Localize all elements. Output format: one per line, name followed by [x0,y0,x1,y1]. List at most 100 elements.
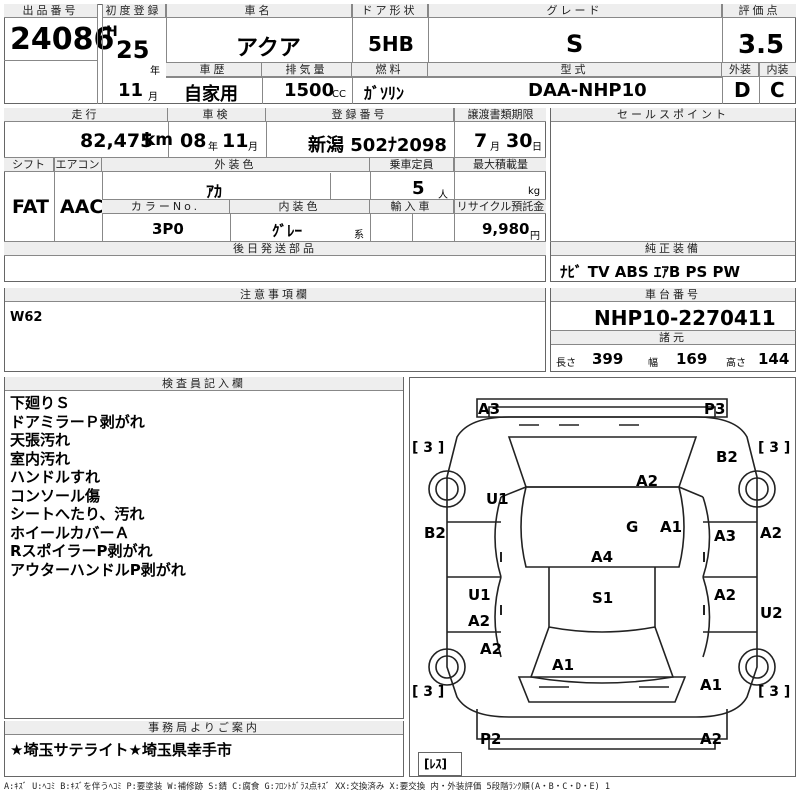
recycle-unit: 円 [530,231,540,242]
exterior-color-label: 外装色 [102,158,370,172]
grade-label: グレード [428,4,722,18]
note-item: RスポイラーP剥がれ [10,542,153,560]
damage-a1-rear-glass: A1 [552,656,575,674]
reg-year: 25 [116,36,150,64]
damage-a2-rear-right: A2 [700,730,723,748]
later-parts-label: 後日発送部品 [4,242,546,256]
note-item: アウターハンドルP剥がれ [10,560,186,579]
tire-rr-label: [ 3 ] [758,684,791,700]
displacement-label: 排気量 [262,63,352,77]
shift-label: シフト [4,158,54,172]
shift: FAT [12,196,49,218]
interior-color-unit: 系 [354,230,364,241]
door-type: 5HB [368,32,414,56]
caution-text: W62 [10,310,43,325]
damage-u1-left-front: U1 [486,490,509,508]
ac-label: エアコン [54,158,102,172]
exterior-color: ｱｶ [206,182,223,201]
capacity: 5 [412,178,425,199]
score: 3.5 [738,30,785,60]
insp-month-unit: 月 [248,142,258,153]
note-item: 天張汚れ [10,431,71,449]
damage-a1-rear-right: A1 [700,676,723,694]
damage-u1-left-rear: U1 [468,586,491,604]
length: 399 [592,350,624,368]
damage-g-windshield: G [626,518,639,536]
car-diagram [409,377,796,777]
inspection-label: 車検 [168,108,266,122]
history: 自家用 [184,84,238,105]
damage-a3-right-door: A3 [714,527,737,545]
recycle-fee: 9,980 [482,220,530,238]
office-text: ★埼玉サテライト★埼玉県幸手市 [10,741,232,759]
inspector-label: 検査員記入欄 [5,377,403,391]
exterior-grade: D [734,78,751,102]
damage-a2-left-rear-door: A2 [468,612,491,630]
lot-label: 出品番号 [4,4,98,18]
damage-a4-roof: A4 [591,548,614,566]
damage-p2-rear-left: P2 [480,730,502,748]
car-name-label: 車名 [166,4,352,18]
height: 144 [758,350,790,368]
fuel-label: 燃料 [352,63,428,77]
import-label: 輸入車 [370,200,454,214]
reg-era: H [106,24,118,40]
equipment: ﾅﾋﾞ TV ABS ｴｱB PS PW [560,263,741,281]
displacement-unit: CC [332,89,346,100]
exterior-label: 外装 [722,63,759,77]
reg-month: 11 [118,80,144,101]
reg-number: 新潟 502ﾅ2098 [308,135,447,156]
height-label: 高さ [726,358,746,369]
mileage: 82,475 [80,130,154,152]
damage-a3-front-left: A3 [478,400,501,418]
history-label: 車歴 [166,63,262,77]
reg-number-label: 登録番号 [266,108,454,122]
insp-year-unit: 年 [208,142,218,153]
lot-number: 24086 [10,22,115,57]
model: DAA-NHP10 [528,80,647,101]
insp-year: 08 [180,130,207,152]
car-name: アクア [236,36,301,61]
damage-a1-windshield: A1 [660,518,683,536]
door-label: ドア形状 [352,4,428,18]
grade: S [566,30,584,58]
capacity-label: 乗車定員 [370,158,454,172]
dims-label: 諸元 [551,331,795,345]
tire-rl-label: [ 3 ] [412,684,445,700]
recycle-label: リサイクル預託金 [455,200,546,214]
damage-u2-right-quarter: U2 [760,604,783,622]
damage-a2-hood: A2 [636,472,659,490]
ac: AAC [60,196,104,218]
sales-point-label: セールスポイント [551,108,795,122]
damage-b2-left-door: B2 [424,524,446,542]
first-reg-label: 初度登録 [102,4,166,18]
note-item: ハンドルすれ [10,468,101,486]
reg-month-unit: 月 [148,92,158,103]
damage-a2-right-rear-door: A2 [714,586,737,604]
chassis-label: 車台番号 [551,288,795,302]
transfer-label: 譲渡書類期限 [455,108,546,122]
chassis-number: NHP10-2270411 [594,306,776,330]
damage-a2-right-edge: A2 [760,524,783,542]
transfer-month-unit: 月 [490,142,500,153]
damage-b2-right-fender: B2 [716,448,738,466]
damage-p3-front-right: P3 [704,400,726,418]
equipment-label: 純正装備 [551,242,795,256]
transfer-day: 30 [506,130,533,152]
color-no: 3P0 [152,220,184,238]
note-item: コンソール傷 [10,486,101,505]
transfer-month: 7 [474,130,488,152]
capacity-unit: 人 [438,190,448,201]
note-item: 室内汚れ [10,449,71,468]
car-outline [428,398,776,750]
tire-fr-label: [ 3 ] [758,440,791,456]
spare-tire-label: [ﾚｽ] [424,757,447,771]
interior-label: 内装 [759,63,796,77]
displacement: 1500 [284,80,335,101]
note-item: ドアミラーＰ剥がれ [10,412,145,431]
note-item: シートへたり、汚れ [10,505,145,523]
office-label: 事務局よりご案内 [5,721,403,735]
mileage-label: 走行 [4,108,168,122]
interior-color-label: 内装色 [230,200,370,214]
reg-year-unit: 年 [150,66,160,77]
